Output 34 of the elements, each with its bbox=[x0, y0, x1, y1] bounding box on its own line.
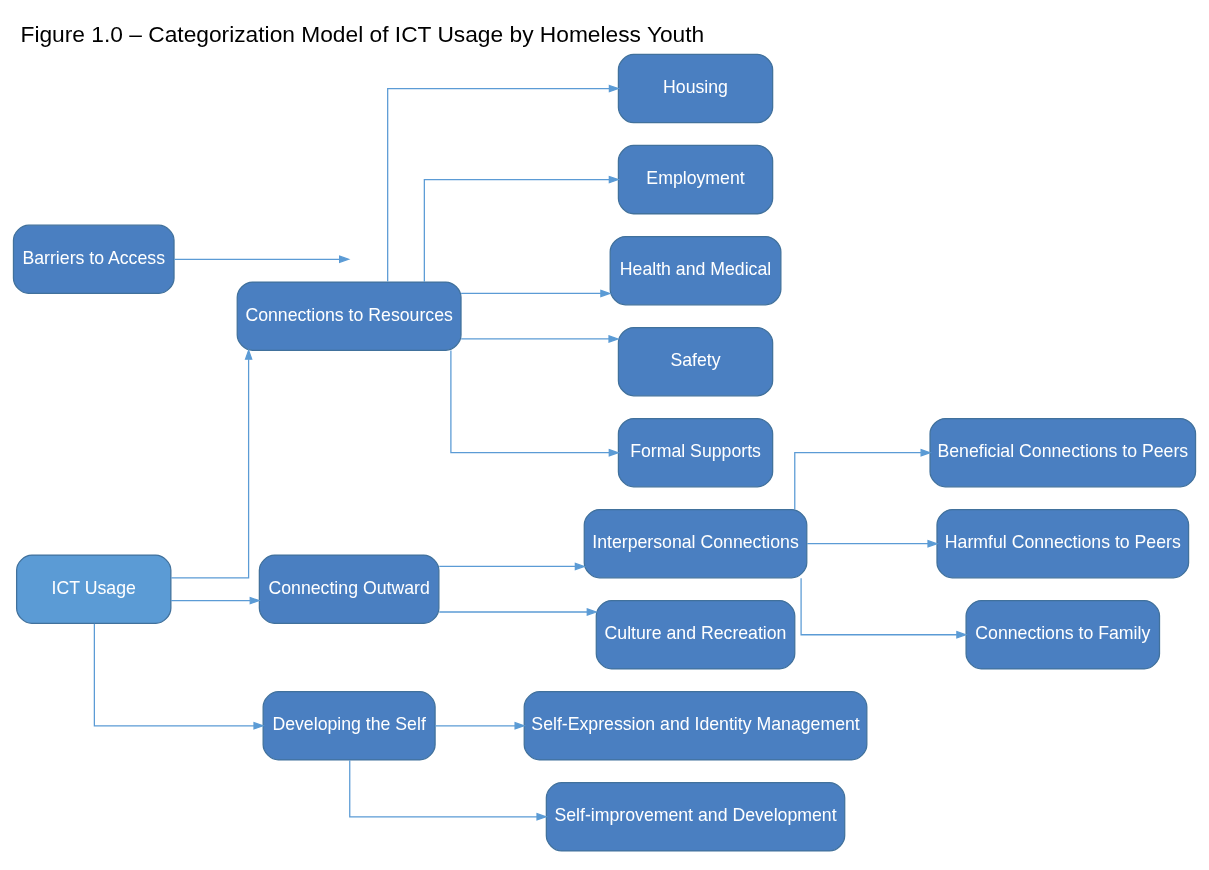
node-box: ICT Usage bbox=[16, 554, 172, 624]
node-box: Connections to Resources bbox=[236, 281, 462, 351]
arrow bbox=[173, 255, 351, 264]
arrow bbox=[460, 289, 612, 298]
arrow bbox=[423, 175, 621, 283]
arrow bbox=[460, 334, 620, 343]
arrow bbox=[438, 562, 587, 571]
node-box: Self-Expression and Identity Management bbox=[523, 691, 868, 761]
node-box: Barriers to Access bbox=[12, 224, 175, 295]
node-box: Formal Supports bbox=[617, 417, 774, 488]
arrow bbox=[434, 721, 526, 730]
arrow bbox=[170, 596, 261, 605]
node-box: Culture and Recreation bbox=[595, 600, 796, 670]
node-box: Health and Medical bbox=[609, 235, 782, 306]
node-box: Housing bbox=[617, 53, 774, 124]
arrow bbox=[170, 348, 253, 579]
node-box: Safety bbox=[617, 326, 774, 397]
diagram-title: Figure 1.0 – Categorization Model of ICT Usage by Homeless Youth bbox=[20, 21, 705, 48]
arrow bbox=[349, 759, 548, 821]
arrow bbox=[438, 608, 599, 616]
arrow bbox=[450, 350, 621, 457]
node-box: Harmful Connections to Peers bbox=[936, 508, 1190, 579]
arrow bbox=[93, 623, 265, 730]
node-box: Connections to Family bbox=[965, 600, 1161, 670]
node-box: Developing the Self bbox=[262, 691, 436, 761]
arrow bbox=[800, 577, 968, 639]
arrow bbox=[387, 84, 621, 283]
node-box: Interpersonal Connections bbox=[583, 508, 808, 579]
node-box: Beneficial Connections to Peers bbox=[929, 417, 1197, 488]
arrow bbox=[806, 539, 939, 548]
node-box: Self-improvement and Development bbox=[545, 782, 846, 852]
arrow bbox=[794, 448, 932, 510]
node-box: Connecting Outward bbox=[258, 554, 440, 624]
node-box: Employment bbox=[617, 144, 774, 215]
